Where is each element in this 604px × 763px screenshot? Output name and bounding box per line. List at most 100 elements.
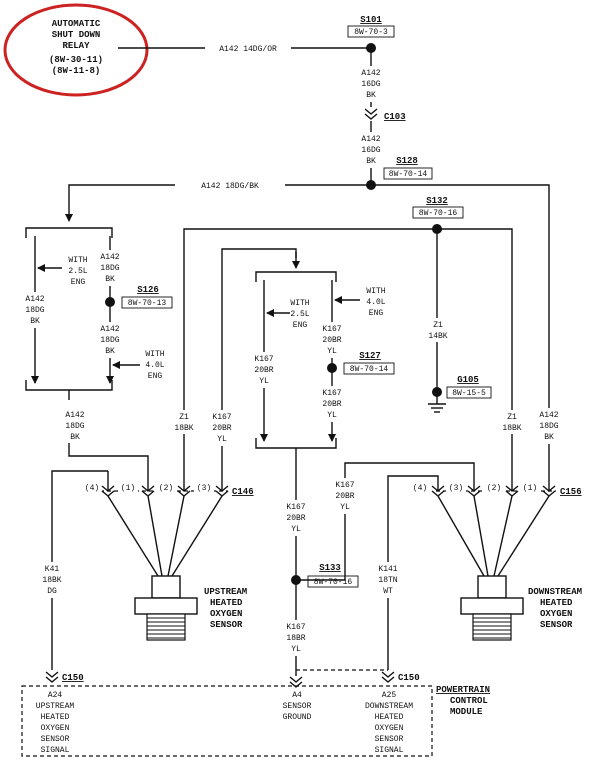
svg-text:G105: G105	[457, 375, 479, 385]
wire-label-k141: K141 18TN WT	[374, 562, 402, 598]
svg-text:BK: BK	[366, 91, 376, 100]
splice-s127: S127 8W-70-14	[327, 351, 395, 375]
svg-text:16DG: 16DG	[361, 146, 380, 155]
svg-text:C156: C156	[560, 487, 582, 497]
svg-text:16DG: 16DG	[361, 80, 380, 89]
wire-label-k167-18br: K167 18BR YL	[281, 620, 311, 656]
connector-c150: C150 C150	[45, 669, 420, 688]
svg-text:OXYGEN: OXYGEN	[540, 609, 572, 619]
note-with-2-5l-left: WITH 2.5L ENG	[68, 256, 87, 287]
svg-text:BK: BK	[366, 157, 376, 166]
svg-text:20BR: 20BR	[254, 366, 273, 375]
svg-text:Z1: Z1	[179, 413, 189, 422]
wire-label-k41: K41 18BK DG	[38, 562, 66, 598]
svg-text:20BR: 20BR	[286, 514, 305, 523]
svg-text:UPSTREAM: UPSTREAM	[36, 702, 75, 711]
svg-text:A142: A142	[361, 135, 380, 144]
wire-label-k167-right: K167 20BR YL	[330, 478, 360, 514]
automatic-shutdown-relay[interactable]: AUTOMATIC SHUT DOWN RELAY (8W-30-11) (8W…	[3, 3, 149, 97]
svg-text:SENSOR: SENSOR	[41, 735, 70, 744]
relay-ref-1: (8W-30-11)	[49, 55, 103, 65]
svg-text:A142: A142	[100, 253, 119, 262]
relay-line-3: RELAY	[62, 41, 90, 51]
svg-text:K141: K141	[378, 565, 397, 574]
relay-highlight-ellipse	[3, 3, 149, 97]
svg-text:Z1: Z1	[507, 413, 517, 422]
svg-text:8W-70-14: 8W-70-14	[389, 170, 428, 179]
svg-text:OXYGEN: OXYGEN	[210, 609, 242, 619]
svg-text:MODULE: MODULE	[450, 707, 483, 717]
wire-label-a142-right: A142 18DG BK	[534, 408, 564, 444]
upstream-oxygen-sensor[interactable]	[107, 495, 223, 641]
svg-text:18BK: 18BK	[174, 424, 193, 433]
wire-label-a142-left-bottom: A142 18DG BK	[65, 411, 84, 442]
svg-text:BK: BK	[105, 347, 115, 356]
svg-text:A142: A142	[65, 411, 84, 420]
wire-label-a142-16dg-lower: A142 16DG BK	[356, 132, 386, 168]
svg-text:POWERTRAIN: POWERTRAIN	[436, 685, 490, 695]
svg-text:4.0L: 4.0L	[145, 361, 164, 370]
svg-text:18BR: 18BR	[286, 634, 305, 643]
svg-text:A142 14DG/OR: A142 14DG/OR	[219, 45, 277, 54]
wire-label-k167-left: K167 20BR YL	[207, 410, 237, 446]
svg-text:DOWNSTREAM: DOWNSTREAM	[365, 702, 413, 711]
relay-ref-2: (8W-11-8)	[52, 66, 101, 76]
svg-text:K167: K167	[322, 389, 341, 398]
svg-text:YL: YL	[327, 411, 337, 420]
svg-text:18DG: 18DG	[100, 264, 119, 273]
svg-text:K41: K41	[45, 565, 60, 574]
svg-text:K167: K167	[254, 355, 273, 364]
svg-text:K167: K167	[286, 623, 305, 632]
svg-text:BK: BK	[30, 317, 40, 326]
svg-text:8W-70-16: 8W-70-16	[314, 578, 353, 587]
connector-c156: (4) (3) (2) (1) C156	[410, 481, 582, 497]
downstream-oxygen-sensor[interactable]	[437, 495, 550, 641]
svg-text:8W-70-3: 8W-70-3	[354, 28, 388, 37]
svg-text:(1): (1)	[121, 484, 135, 493]
svg-text:SIGNAL: SIGNAL	[375, 746, 404, 755]
relay-line-1: AUTOMATIC	[52, 19, 101, 29]
wire-label-a142-left-lower: A142 18DG BK	[96, 322, 124, 358]
svg-text:DG: DG	[47, 587, 57, 596]
wire-label-a142-16dg-upper: A142 16DG BK	[356, 66, 386, 102]
wire-a142-18dg-bk-branch: A142 18DG/BK	[65, 179, 371, 222]
svg-text:OXYGEN: OXYGEN	[375, 724, 404, 733]
ground-g105: G105 8W-15-5	[428, 375, 492, 413]
svg-text:DOWNSTREAM: DOWNSTREAM	[528, 587, 582, 597]
svg-text:A25: A25	[382, 691, 397, 700]
svg-text:OXYGEN: OXYGEN	[41, 724, 70, 733]
powertrain-control-module[interactable]: POWERTRAIN CONTROL MODULE	[21, 685, 490, 757]
upstream-sensor-label: UPSTREAM HEATED OXYGEN SENSOR	[204, 587, 247, 630]
svg-text:BK: BK	[105, 275, 115, 284]
wire-label-k167-mid-left: K167 20BR YL	[250, 352, 278, 388]
svg-text:2.5L: 2.5L	[290, 310, 309, 319]
svg-text:18BK: 18BK	[42, 576, 61, 585]
svg-text:A24: A24	[48, 691, 63, 700]
note-with-4-0l-left: WITH 4.0L ENG	[145, 350, 164, 381]
svg-text:(3): (3)	[197, 484, 211, 493]
svg-text:(2): (2)	[487, 484, 501, 493]
svg-text:A4: A4	[292, 691, 302, 700]
relay-line-2: SHUT DOWN	[52, 30, 101, 40]
svg-text:HEATED: HEATED	[375, 713, 404, 722]
svg-text:HEATED: HEATED	[41, 713, 70, 722]
svg-text:WITH: WITH	[68, 256, 87, 265]
svg-text:18DG: 18DG	[25, 306, 44, 315]
svg-text:18BK: 18BK	[502, 424, 521, 433]
svg-text:20BR: 20BR	[322, 336, 341, 345]
wire-label-z1-left: Z1 18BK	[170, 410, 198, 434]
wire-a142-14dg-or: A142 14DG/OR	[118, 42, 371, 54]
svg-text:K167: K167	[212, 413, 231, 422]
svg-text:S128: S128	[396, 156, 418, 166]
splice-s133: S133 8W-70-16	[291, 563, 359, 588]
svg-text:8W-70-16: 8W-70-16	[419, 209, 458, 218]
svg-text:S133: S133	[319, 563, 341, 573]
svg-text:A142: A142	[361, 69, 380, 78]
wire-label-k167-mid-bottom: K167 20BR YL	[281, 500, 311, 536]
svg-text:18DG: 18DG	[100, 336, 119, 345]
connector-c146: (4) (1) (2) (3) C146	[82, 481, 254, 497]
svg-text:S101: S101	[360, 15, 382, 25]
wire-label-z1-14bk: Z1 14BK	[424, 318, 452, 342]
wire-label-k167-mid-lower: K167 20BR YL	[318, 386, 348, 422]
svg-text:18DG: 18DG	[539, 422, 558, 431]
